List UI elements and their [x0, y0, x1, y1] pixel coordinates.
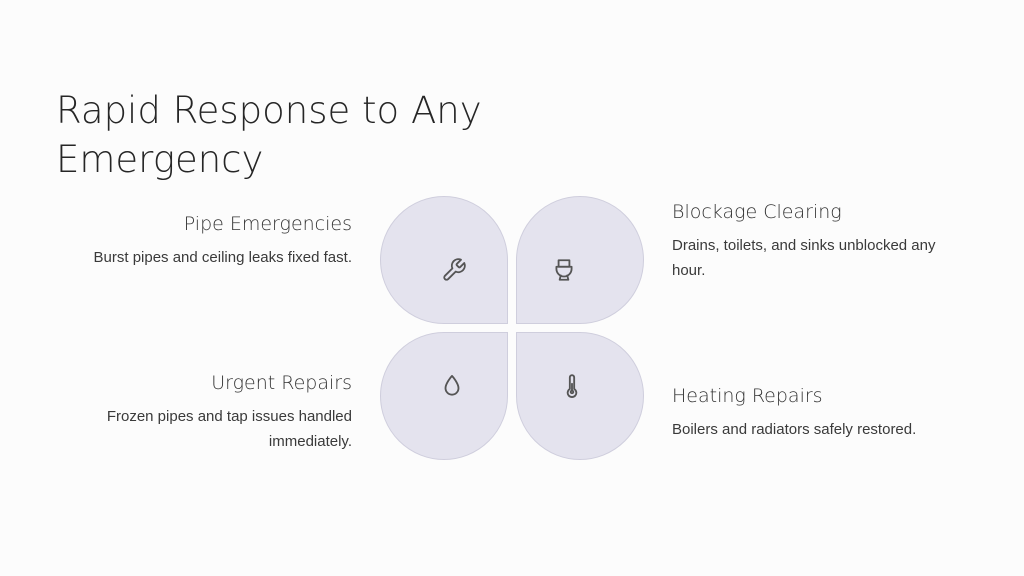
item-text: Frozen pipes and tap issues handled imme…	[106, 408, 352, 450]
item-heating-repairs: Heating Repairs Boilers and radiators sa…	[672, 383, 962, 442]
item-heading: Urgent Repairs	[211, 372, 352, 394]
page-title: Rapid Response to Any Emergency	[56, 89, 482, 181]
petal-heating-repairs	[516, 332, 644, 460]
wrench-icon	[443, 258, 466, 281]
item-blockage-clearing: Blockage Clearing Drains, toilets, and s…	[672, 199, 962, 283]
item-text: Boilers and radiators safely restored.	[672, 421, 917, 438]
thermometer-icon	[566, 374, 578, 398]
item-urgent-repairs: Urgent Repairs Frozen pipes and tap issu…	[52, 370, 352, 454]
item-text: Drains, toilets, and sinks unblocked any…	[672, 237, 936, 279]
petal-pipe-emergencies	[380, 196, 508, 324]
petal-urgent-repairs	[380, 332, 508, 460]
item-heading: Heating Repairs	[672, 385, 823, 407]
toilet-icon	[555, 259, 573, 281]
item-text: Burst pipes and ceiling leaks fixed fast…	[93, 249, 352, 266]
item-pipe-emergencies: Pipe Emergencies Burst pipes and ceiling…	[52, 211, 352, 270]
petal-blockage-clearing	[516, 196, 644, 324]
item-heading: Blockage Clearing	[672, 201, 842, 223]
item-heading: Pipe Emergencies	[183, 213, 352, 235]
water-drop-icon	[444, 375, 460, 396]
